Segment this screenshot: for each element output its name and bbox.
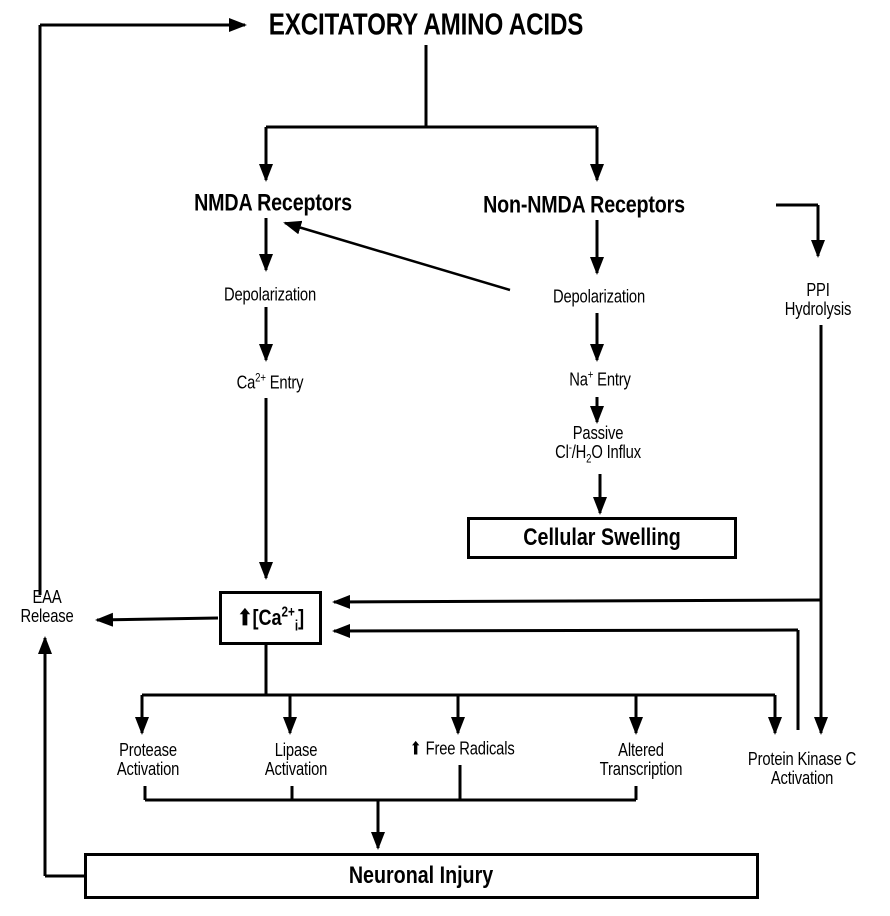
ca-entry-label: Ca2+ Entry: [236, 371, 304, 393]
arrow-pkc-to-calcium: [332, 623, 799, 638]
intracellular-calcium-box: ⬆ [Ca2+i]: [219, 591, 322, 645]
nmda-receptors-label: NMDA Receptors: [194, 189, 352, 217]
na-entry-label: Na+ Entry: [569, 368, 631, 390]
up-arrow-icon: ⬆: [409, 738, 422, 759]
free-radicals-label: ⬆ Free Radicals: [409, 738, 515, 759]
arrow-ppi-to-calcium: [332, 594, 822, 609]
protein-kinase-c-label: Protein Kinase C Activation: [747, 749, 857, 788]
arrow-depol-to-nmda: [283, 220, 511, 292]
lipase-activation-label: Lipase Activation: [264, 740, 328, 779]
intracellular-calcium-label: ⬆ [Ca2+i]: [237, 604, 304, 635]
neuronal-injury-box: Neuronal Injury: [84, 853, 759, 899]
eaa-release-label: EAA Release: [20, 587, 74, 626]
cellular-swelling-box: Cellular Swelling: [467, 517, 737, 559]
nmda-depolarization-label: Depolarization: [223, 284, 317, 305]
protease-activation-label: Protease Activation: [116, 740, 180, 779]
passive-influx-label: Passive Cl-/H2O Influx: [555, 423, 641, 466]
neuronal-injury-label: Neuronal Injury: [349, 862, 494, 889]
diagram-title: EXCITATORY AMINO ACIDS: [268, 6, 584, 42]
ppi-hydrolysis-label: PPI Hydrolysis: [784, 280, 852, 319]
arrow-calcium-to-eaa: [95, 612, 219, 627]
non-nmda-depolarization-label: Depolarization: [552, 286, 646, 307]
non-nmda-receptors-label: Non-NMDA Receptors: [483, 191, 685, 219]
altered-transcription-label: Altered Transcription: [599, 740, 683, 779]
up-arrow-icon: ⬆: [237, 605, 253, 630]
cellular-swelling-label: Cellular Swelling: [523, 524, 681, 551]
